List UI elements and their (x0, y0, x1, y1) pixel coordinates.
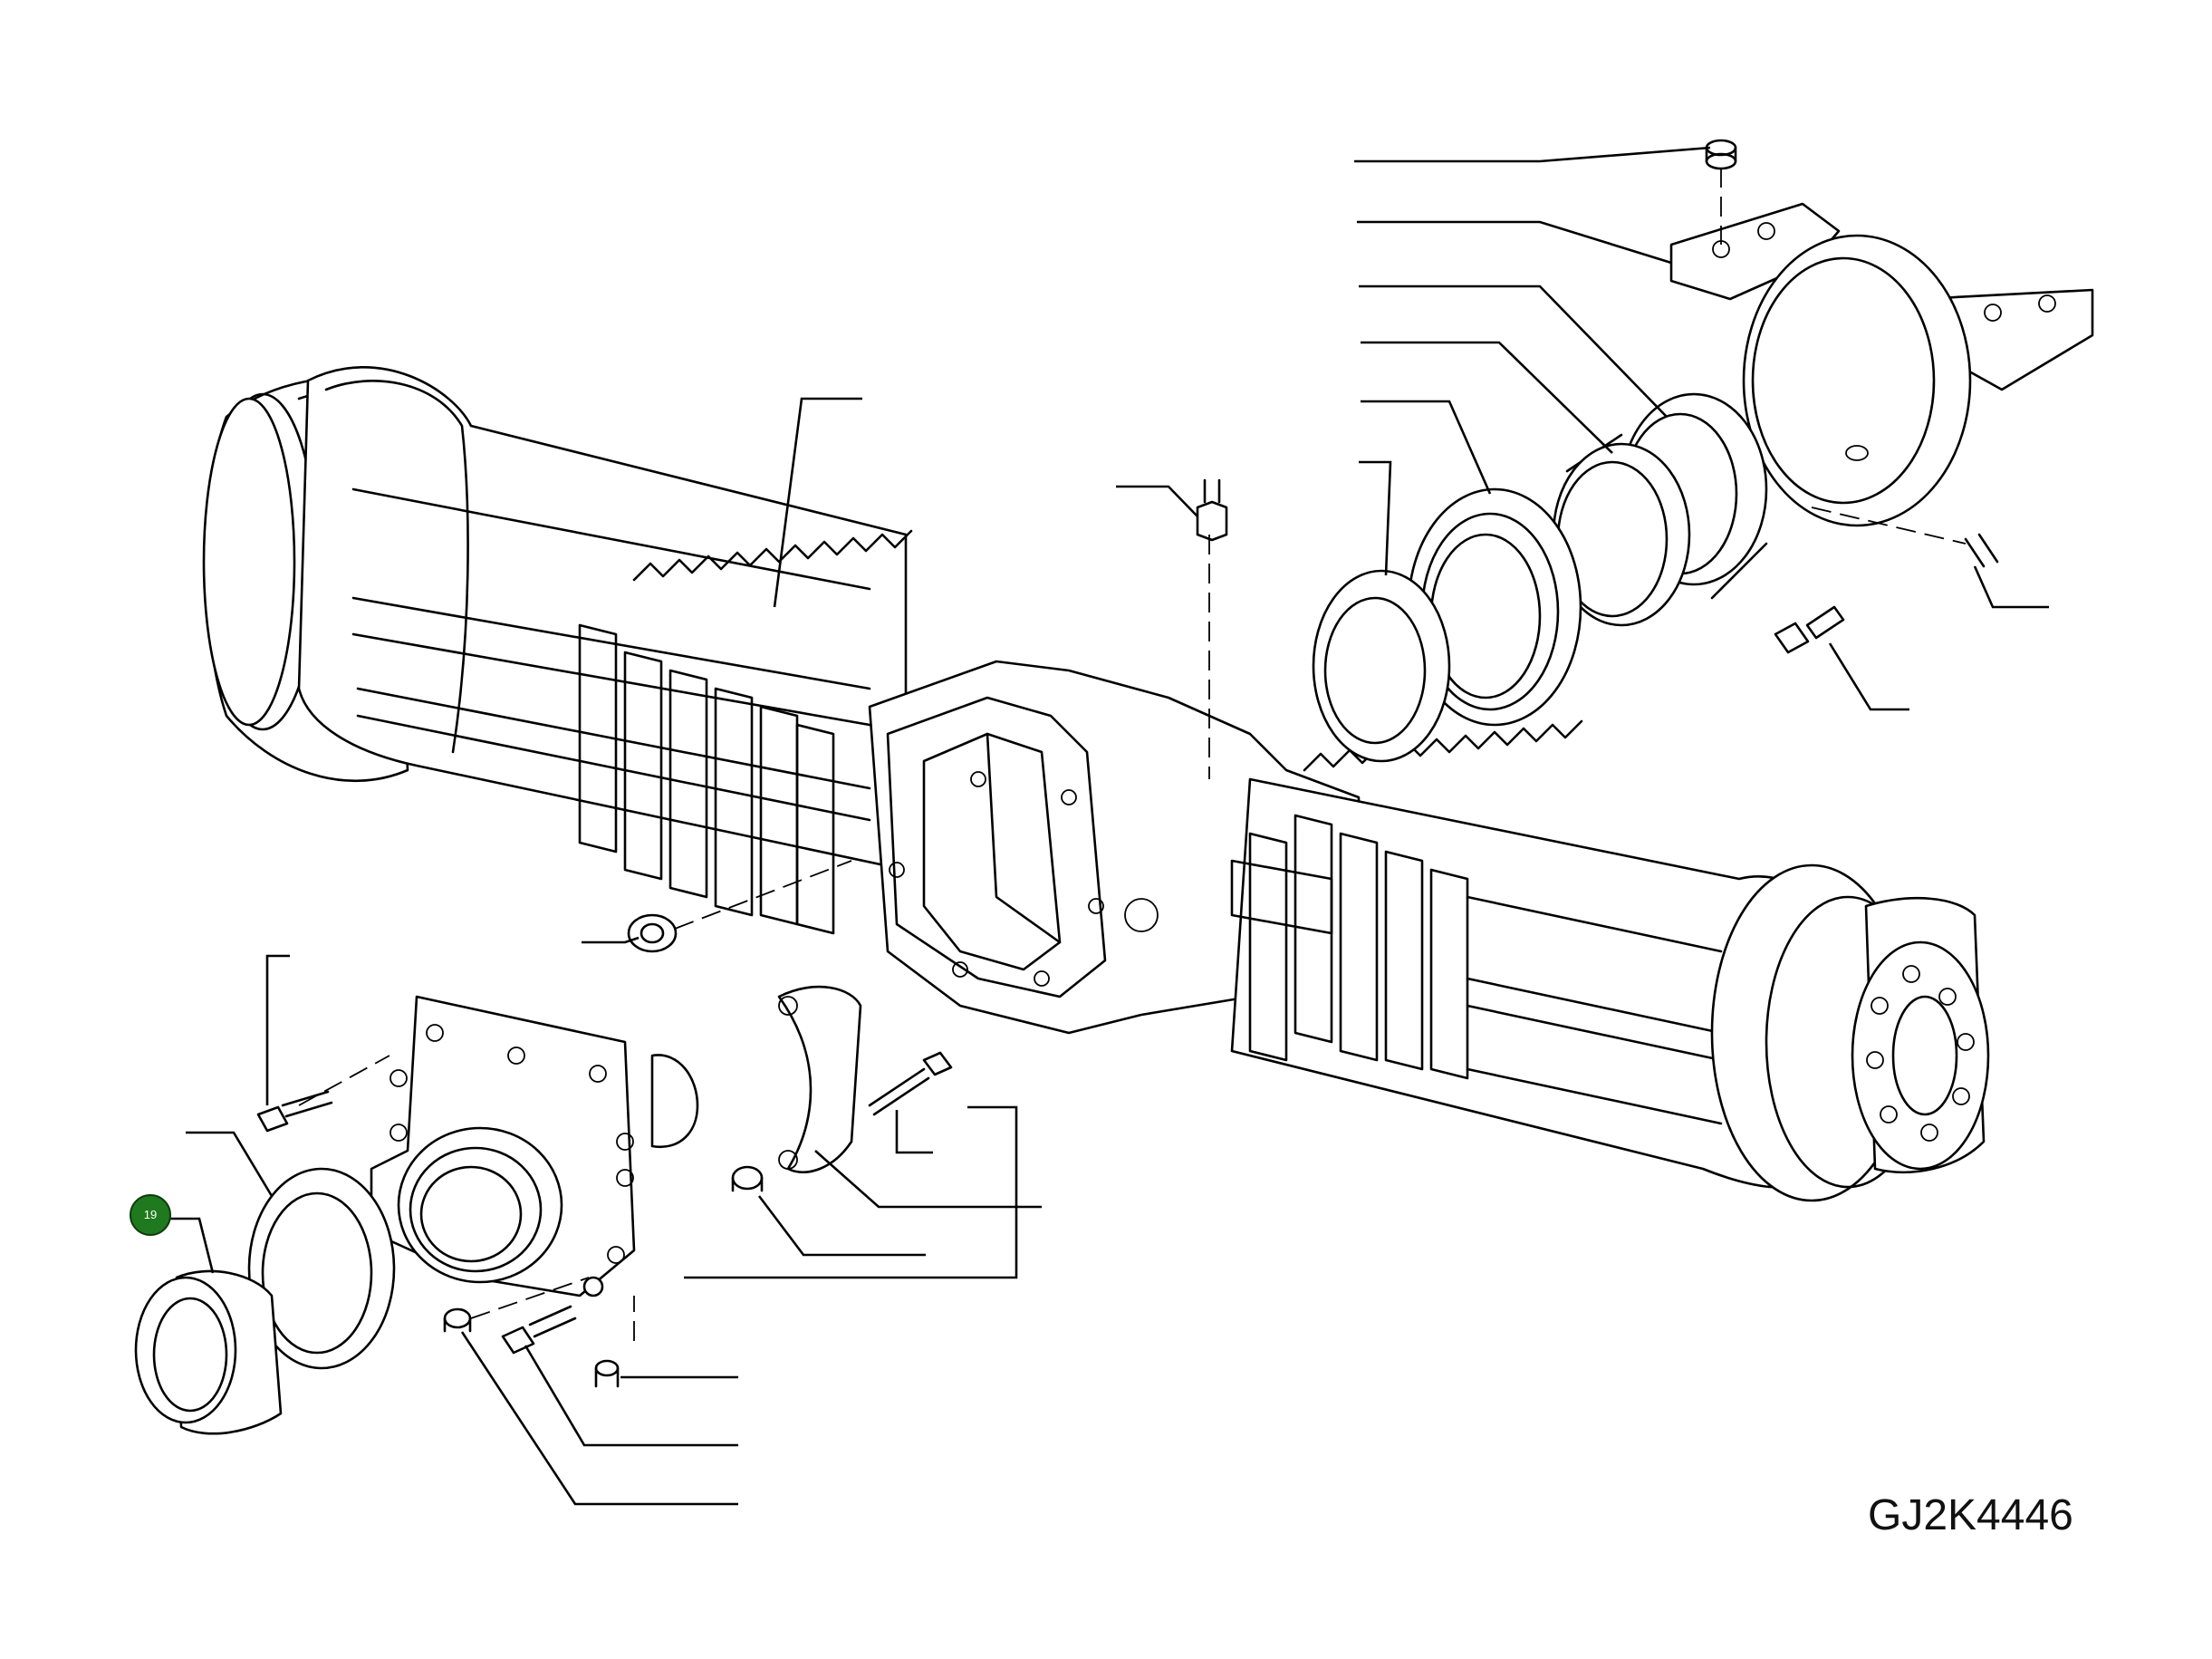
set-screw (443, 1307, 472, 1333)
gear-case-cover (370, 995, 699, 1297)
callout-badge-19[interactable]: 19 (130, 1194, 171, 1236)
diagram-code: GJ2K4446 (1868, 1491, 2073, 1539)
bearing-cap (777, 985, 862, 1173)
thrust-washer-flat (1312, 569, 1451, 763)
trunnion-support (1669, 202, 2094, 568)
breather (1196, 478, 1228, 542)
cover-bolt-lower (501, 1305, 577, 1355)
drain-plug (627, 913, 678, 953)
pin (594, 1359, 620, 1388)
dowel-bushing (731, 1165, 764, 1192)
cap-bushing (1705, 139, 1737, 170)
small-washer (582, 1276, 604, 1297)
leader-lines (165, 146, 2049, 1506)
cover-bolt-upper (256, 1090, 333, 1133)
bushing-ring (134, 1269, 283, 1435)
centerlines (298, 168, 1967, 1341)
trunnion-bolt (1774, 605, 1845, 654)
trunnion-bushing-inner (1552, 442, 1691, 627)
axle-housing (202, 366, 1990, 1202)
cap-bolt (868, 1051, 953, 1116)
oil-seal (247, 1167, 396, 1370)
